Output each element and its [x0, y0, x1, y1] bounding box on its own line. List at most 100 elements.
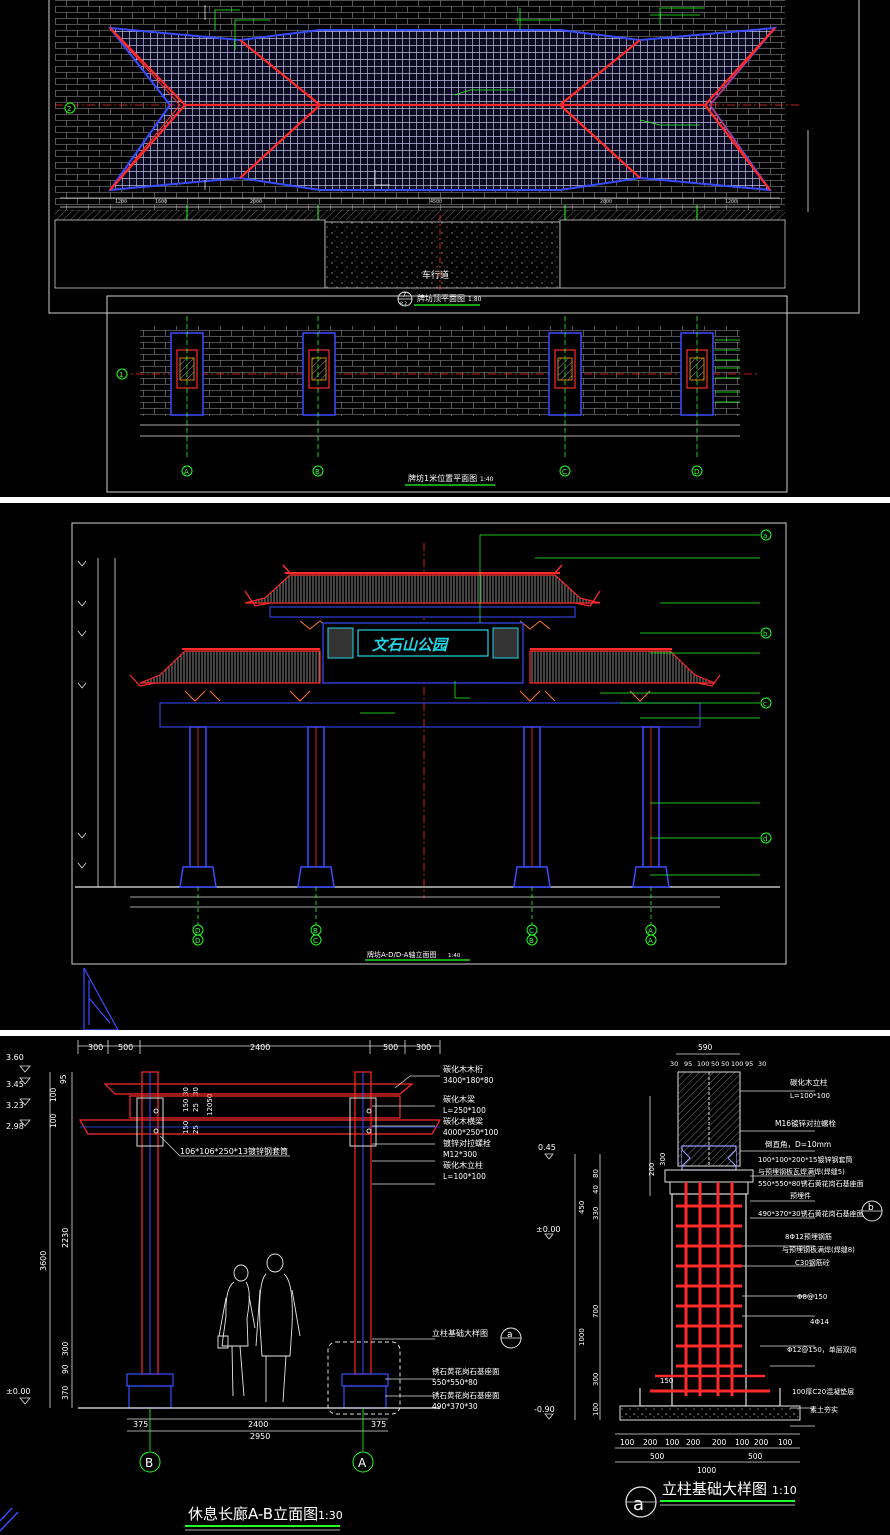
svg-text:100: 100 [731, 1060, 743, 1068]
footing-title-block: a 立柱基础大样图 1:10 [625, 1480, 797, 1518]
svg-text:镀锌对拉螺栓: 镀锌对拉螺栓 [443, 1138, 491, 1148]
svg-text:200: 200 [643, 1438, 658, 1447]
svg-text:Φ12@150，单层双向: Φ12@150，单层双向 [787, 1345, 857, 1354]
svg-text:2400: 2400 [248, 1420, 268, 1429]
corridor-beams [78, 1083, 442, 1135]
elevation-columns [179, 726, 670, 888]
plaque: 文石山公园 [322, 622, 524, 684]
svg-text:200: 200 [754, 1438, 769, 1447]
svg-text:D: D [195, 937, 200, 945]
svg-text:碳化木立柱: 碳化木立柱 [443, 1160, 483, 1170]
svg-text:200: 200 [686, 1438, 701, 1447]
roof-plan-title: 牌坊顶平面图 [417, 293, 465, 303]
svg-text:L=100*100: L=100*100 [790, 1092, 830, 1100]
svg-text:100: 100 [49, 1087, 58, 1102]
svg-text:碳化木横梁: 碳化木横梁 [443, 1116, 483, 1126]
svg-text:30: 30 [182, 1087, 190, 1096]
svg-text:500: 500 [383, 1043, 398, 1052]
svg-text:3400*180*80: 3400*180*80 [443, 1076, 494, 1085]
elevation-callout-markers: a b c d [760, 529, 772, 844]
svg-text:A: A [648, 927, 653, 935]
svg-text:100厚C20混凝垫层: 100厚C20混凝垫层 [792, 1387, 854, 1396]
svg-text:12050: 12050 [206, 1094, 214, 1116]
svg-text:375: 375 [371, 1420, 386, 1429]
corridor-leaders [159, 1075, 440, 1397]
svg-text:C30钢筋砼: C30钢筋砼 [795, 1258, 830, 1267]
svg-text:锈石黄花岗石基座面: 锈石黄花岗石基座面 [432, 1366, 500, 1376]
svg-text:碳化木木桁: 碳化木木桁 [443, 1064, 483, 1074]
svg-text:2400: 2400 [250, 1043, 270, 1052]
svg-text:3.60: 3.60 [6, 1053, 24, 1062]
column-plan-axis: 1 A B C D [116, 368, 703, 477]
svg-text:8.2: 8.2 [400, 301, 407, 307]
svg-text:100: 100 [665, 1438, 680, 1447]
svg-text:1:40: 1:40 [480, 476, 494, 483]
svg-text:8Φ12预埋钢筋: 8Φ12预埋钢筋 [785, 1232, 832, 1241]
svg-text:450: 450 [578, 1201, 586, 1214]
svg-text:300: 300 [659, 1153, 667, 1166]
svg-text:700: 700 [592, 1305, 600, 1318]
svg-text:30: 30 [758, 1060, 766, 1068]
corridor-vertical-dims: 95 100 100 3600 2230 300 90 370 30 150 3… [39, 1074, 214, 1400]
elevation-title: 牌坊A-D/D-A轴立面图 [367, 950, 436, 959]
column-plan-title: 牌坊1米位置平面图 [408, 473, 477, 483]
footing-top-dims: 590 30 95 100 50 50 100 95 30 [670, 1043, 766, 1068]
svg-text:30: 30 [670, 1060, 678, 1068]
svg-text:370: 370 [61, 1385, 70, 1400]
svg-text:2.98: 2.98 [6, 1122, 24, 1131]
corridor-top-dims: 300 500 2400 500 300 [88, 1043, 431, 1052]
svg-text:4500: 4500 [430, 199, 442, 205]
svg-text:1:80: 1:80 [468, 296, 482, 303]
svg-text:C: C [313, 937, 318, 945]
svg-text:500: 500 [748, 1452, 763, 1461]
svg-text:2230: 2230 [61, 1228, 70, 1248]
svg-text:1:30: 1:30 [318, 1509, 343, 1522]
elevation-title-block: 牌坊A-D/D-A轴立面图 1:40 [365, 950, 470, 961]
svg-text:3.23: 3.23 [6, 1101, 24, 1110]
footing-leaders [740, 1090, 815, 1427]
footing-title: 立柱基础大样图 [662, 1480, 767, 1498]
svg-text:100: 100 [697, 1060, 709, 1068]
triangle-symbol-icon [83, 967, 119, 1030]
svg-text:与预埋钢板瓦焊满焊(焊缝5): 与预埋钢板瓦焊满焊(焊缝5) [758, 1167, 845, 1176]
side-roof-right [529, 648, 721, 687]
svg-text:300: 300 [88, 1043, 103, 1052]
corridor-annotations: 碳化木木桁 3400*180*80 碳化木梁 L=250*100 碳化木横梁 4… [180, 1064, 500, 1411]
svg-text:预埋件: 预埋件 [790, 1191, 811, 1200]
svg-text:立柱基础大样图: 立柱基础大样图 [432, 1328, 488, 1338]
svg-text:1: 1 [119, 371, 123, 379]
svg-text:A: A [184, 468, 189, 476]
svg-text:330: 330 [592, 1207, 600, 1220]
elevation-axis: D D B C C B A A [192, 924, 657, 946]
svg-text:300: 300 [416, 1043, 431, 1052]
svg-text:D: D [195, 927, 200, 935]
svg-text:3.45: 3.45 [6, 1080, 24, 1089]
svg-text:200: 200 [648, 1163, 656, 1176]
svg-text:C: C [529, 927, 534, 935]
detail-callout-b: b [861, 1200, 883, 1222]
svg-text:Φ8@150: Φ8@150 [797, 1293, 827, 1301]
corridor-bottom-dims: 375 2400 375 2950 [133, 1420, 386, 1441]
svg-text:490*370*30锈石黄花岗石基座面: 490*370*30锈石黄花岗石基座面 [758, 1209, 864, 1218]
corridor-axis: B A [139, 1451, 374, 1473]
corridor-title: 休息长廊A-B立面图 [188, 1505, 318, 1523]
svg-text:M12*300: M12*300 [443, 1150, 477, 1159]
svg-text:1200: 1200 [115, 199, 127, 205]
svg-text:7: 7 [402, 291, 406, 299]
svg-text:4Φ14: 4Φ14 [810, 1318, 829, 1326]
roof-plan-dims: 1200 1600 2000 4500 2000 1200 [115, 199, 737, 205]
rebar-cage [650, 1182, 770, 1396]
svg-text:25: 25 [192, 1103, 200, 1112]
svg-text:D: D [694, 468, 699, 476]
svg-text:40: 40 [592, 1185, 600, 1194]
footing-annotations: 碳化木立柱 L=100*100 M16镀锌对拉螺栓 倒直角，D=10mm 100… [758, 1077, 864, 1414]
svg-text:a: a [763, 532, 767, 540]
svg-text:b: b [763, 630, 768, 638]
svg-text:25: 25 [192, 1125, 200, 1134]
svg-text:1600: 1600 [155, 199, 167, 205]
svg-text:M16镀锌对拉螺栓: M16镀锌对拉螺栓 [775, 1118, 837, 1128]
svg-text:590: 590 [698, 1043, 713, 1052]
svg-text:0.45: 0.45 [538, 1143, 556, 1152]
people-figure-icon [217, 1253, 301, 1403]
svg-text:素土夯实: 素土夯实 [810, 1405, 838, 1414]
